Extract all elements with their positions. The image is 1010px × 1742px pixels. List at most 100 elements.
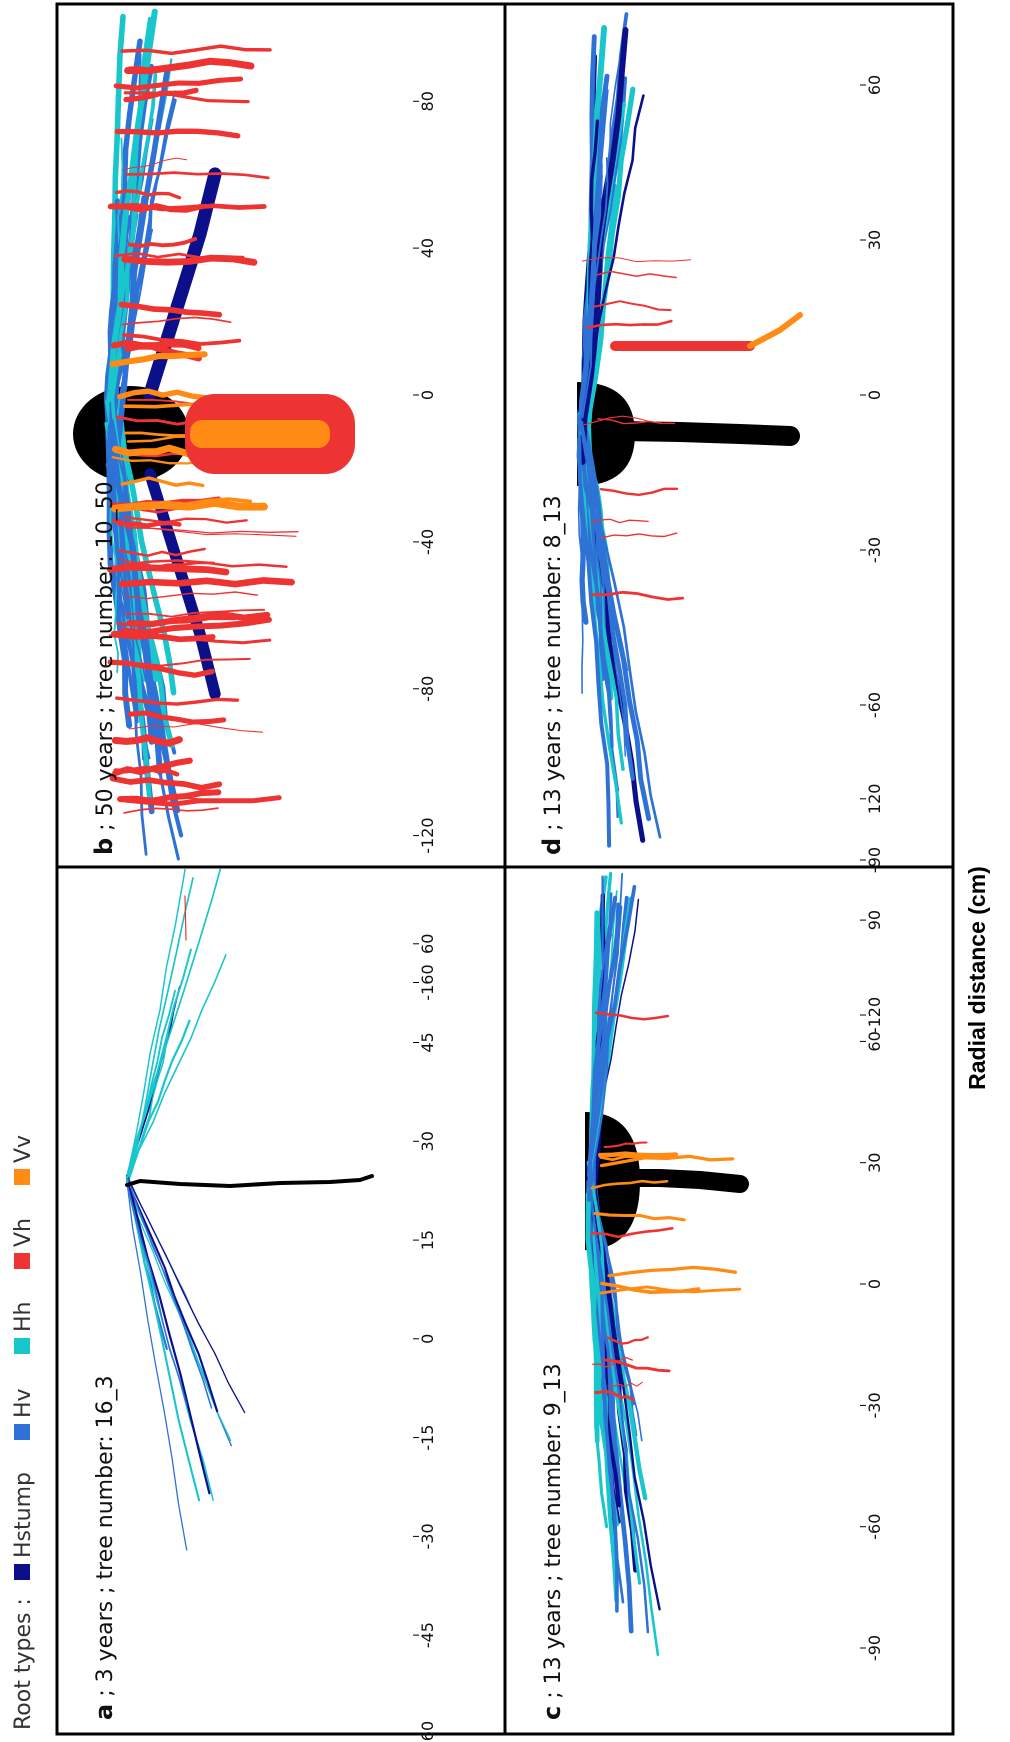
root-b-vv-8 — [111, 498, 268, 513]
root-d-vh-3 — [593, 300, 672, 312]
root-a-vh — [184, 895, 187, 941]
tick-label-a-6: 30 — [418, 1131, 437, 1151]
tick-label-d-0: -120 — [865, 997, 884, 1033]
panel-b-title: b ; 50 years ; tree number: 10_50 — [90, 481, 118, 855]
root-b-vv-7 — [109, 351, 208, 368]
root-c-h-39 — [587, 1164, 650, 1634]
legend-label-hh: Hh — [11, 1302, 36, 1333]
root-d-h-38 — [581, 157, 609, 419]
root-d-vh-5 — [584, 415, 661, 426]
panel-c-title: c ; 13 years ; tree number: 9_13 — [538, 1363, 566, 1720]
root-b-vh-42 — [115, 189, 182, 200]
root-a-7 — [125, 1179, 201, 1502]
tick-label-a-5: 15 — [418, 1230, 437, 1250]
root-b-vh-21 — [113, 765, 180, 777]
root-d-vh-0 — [581, 257, 691, 263]
legend-swatch-hh — [14, 1338, 30, 1354]
svg-text:d ; 13 years ; tree number: 8_: d ; 13 years ; tree number: 8_13 — [538, 495, 566, 855]
taproot-c — [611, 1169, 749, 1193]
root-d-vh-4 — [590, 518, 649, 524]
tick-label-d-6: 60 — [865, 75, 884, 95]
root-a-2 — [126, 869, 186, 1179]
root-d-vh-7 — [591, 590, 685, 601]
root-c-h-32 — [588, 1166, 661, 1611]
root-b-vh-51 — [122, 559, 288, 568]
root-a-15 — [126, 948, 192, 1179]
svg-text:c ; 13 years ; tree number: 9_: c ; 13 years ; tree number: 9_13 — [538, 1363, 566, 1720]
root-b-h-37 — [112, 386, 177, 696]
panel-b-caption: ; 50 years ; tree number: 10_50 — [93, 481, 118, 837]
root-c-vh-6 — [606, 1336, 649, 1345]
tick-label-b-4: 0 — [418, 390, 437, 400]
taproot-d — [610, 421, 800, 446]
root-c-vh-5 — [603, 1141, 648, 1149]
legend: Root types : Hstump Hv Hh Vh Vv — [11, 1135, 36, 1730]
panel-c-letter: c — [538, 1706, 566, 1720]
panel-d-root-drawing — [576, 12, 803, 848]
tick-label-a-3: -15 — [418, 1425, 437, 1451]
root-c-vv-3 — [590, 1179, 669, 1190]
root-b-vh-9 — [124, 608, 266, 618]
root-d-h-30 — [577, 439, 629, 672]
tick-label-c-3: -30 — [865, 1392, 884, 1418]
tick-label-d-1: -90 — [865, 847, 884, 873]
panel-a-frame — [55, 865, 507, 1736]
panel-c-frame — [503, 865, 955, 1736]
root-b-h-40 — [110, 68, 170, 478]
panel-a-caption: ; 3 years ; tree number: 16_3 — [93, 1375, 118, 1703]
tick-label-b-6: 80 — [418, 91, 437, 111]
legend-swatch-hv — [14, 1424, 30, 1440]
tick-label-b-1: -120 — [418, 817, 437, 853]
root-a-13 — [125, 1176, 211, 1495]
root-b-vh-35 — [126, 611, 271, 628]
root-a-19 — [126, 1174, 246, 1414]
root-c-vv-6 — [597, 1151, 679, 1158]
root-b-h-53 — [107, 426, 130, 663]
root-b-vh-52 — [121, 316, 232, 326]
legend-swatch-hstump — [14, 1564, 30, 1580]
root-c-vv-5 — [593, 1211, 686, 1222]
root-c-vh-1 — [607, 1381, 643, 1388]
root-b-vh-53 — [108, 203, 267, 212]
tick-label-c-2: -60 — [865, 1514, 884, 1540]
legend-title: Root types : — [11, 1598, 36, 1730]
x-axis-label: Radial distance (cm) — [964, 866, 990, 1090]
root-a-18 — [126, 877, 194, 1186]
tick-label-c-8: 120 — [865, 784, 884, 815]
root-b-vh-44 — [125, 171, 270, 180]
root-d-vh-8 — [586, 319, 673, 329]
panel-d-caption: ; 13 years ; tree number: 8_13 — [541, 495, 566, 837]
root-c-vh-4 — [602, 1358, 671, 1373]
root-d-h-36 — [578, 415, 662, 839]
legend-swatch-vh — [14, 1253, 30, 1269]
panel-b-tick-labels: -160-120-80-4004080120160 — [413, 91, 437, 1001]
root-c-vh-0 — [594, 1390, 635, 1402]
root-d-h-39 — [579, 420, 614, 749]
root-b-vh-4 — [120, 44, 272, 56]
root-d-vh-6 — [599, 487, 679, 496]
root-c-vv-4 — [599, 1154, 735, 1168]
root-b-vh-33 — [124, 591, 258, 600]
tick-label-d-2: -60 — [865, 692, 884, 718]
tick-label-c-5: 30 — [865, 1153, 884, 1173]
tick-label-b-5: 40 — [418, 238, 437, 258]
root-b-vh-36 — [112, 518, 182, 529]
root-c-vh-3 — [592, 1356, 633, 1368]
tick-label-a-8: 60 — [418, 934, 437, 954]
legend-label-vv: Vv — [11, 1135, 36, 1163]
root-d-h-37 — [577, 437, 612, 848]
root-b-vh-10 — [120, 616, 272, 636]
svg-text:a ; 3 years ; tree number: 16_: a ; 3 years ; tree number: 16_3 — [90, 1375, 118, 1720]
tick-label-a-4: 0 — [418, 1334, 437, 1344]
root-b-h-27 — [103, 198, 122, 423]
tick-label-d-3: -30 — [865, 537, 884, 563]
root-d-vh-1 — [597, 418, 676, 425]
root-a-4 — [126, 1044, 167, 1187]
tick-label-c-7: 90 — [865, 910, 884, 930]
root-b-vv-4 — [112, 444, 200, 460]
root-a-20 — [126, 1175, 213, 1409]
svg-text:b ; 50 years ; tree number: 10: b ; 50 years ; tree number: 10_50 — [90, 481, 118, 855]
